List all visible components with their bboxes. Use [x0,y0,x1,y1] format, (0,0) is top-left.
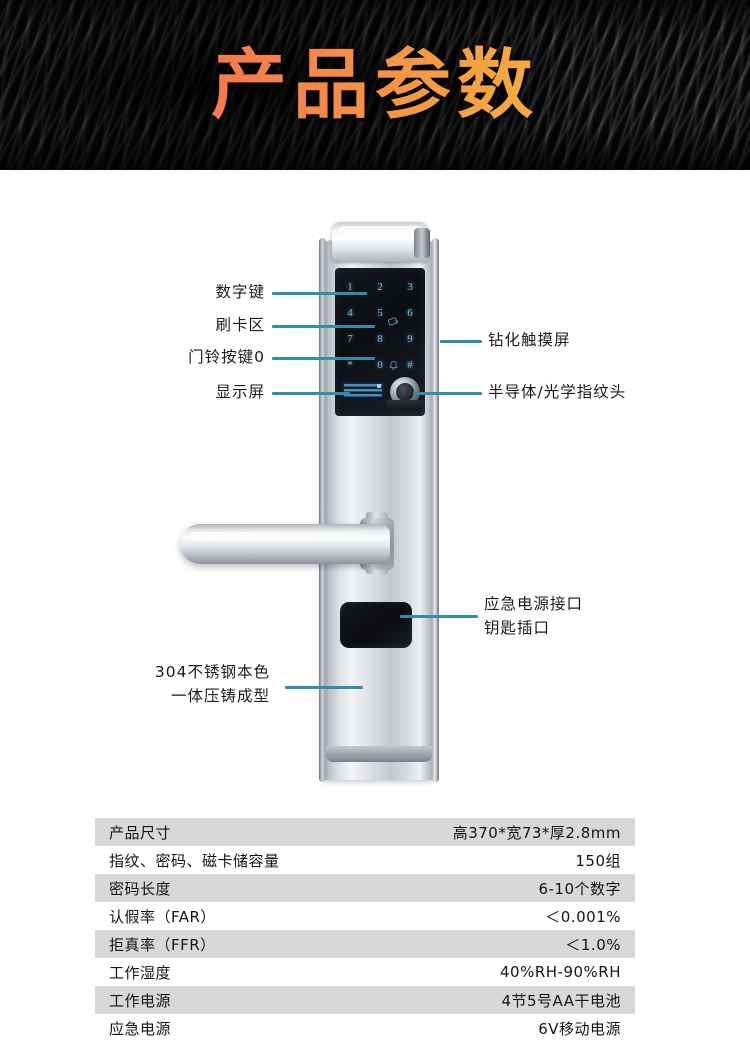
key-9: 9 [407,333,413,345]
spec-value: ＜0.001% [545,907,621,926]
annotation-number-keys: 数字键 [215,283,265,301]
banner-vignette [0,0,750,170]
emergency-power-key-panel [340,602,412,648]
spec-label: 认假率（FAR） [109,907,216,926]
annotation-doorbell-key: 门铃按键0 [188,348,265,366]
key-5: 5 [377,307,383,319]
annotation-material-line1: 304不锈钢本色 [154,663,270,681]
table-row: 工作电源 4节5号AA干电池 [95,986,635,1014]
table-row: 认假率（FAR） ＜0.001% [95,902,635,930]
leader-line-power-port [400,615,478,618]
spec-label: 工作湿度 [109,963,172,982]
spec-label: 应急电源 [109,1019,172,1038]
leader-line-fingerprint [413,392,482,395]
leader-line-number-keys [272,292,367,295]
keypad-grid: 1 2 3 4 5 6 7 8 9 * 0 # [335,274,425,378]
smart-door-lock-image: 1 2 3 4 5 6 7 8 9 * 0 # [180,212,440,782]
annotation-fingerprint: 半导体/光学指纹头 [488,383,627,401]
spec-label: 工作电源 [109,991,172,1010]
spec-value: 6V移动电源 [538,1019,621,1038]
table-row: 工作湿度 40%RH-90%RH [95,958,635,986]
table-row: 应急电源 6V移动电源 [95,1014,635,1042]
lock-left-edge [319,238,326,782]
doorbell-icon [388,358,399,376]
annotation-power-port-line1: 应急电源接口 [484,595,584,613]
spec-value: 150组 [575,851,621,870]
product-photo-area: 1 2 3 4 5 6 7 8 9 * 0 # [0,170,750,805]
annotation-display: 显示屏 [215,383,265,401]
lcd-indicator-dot [377,384,381,388]
lcd-display [342,382,384,400]
key-8: 8 [377,333,383,345]
spec-label: 指纹、密码、磁卡储容量 [109,851,280,870]
cover-hinge [414,228,430,258]
spec-label: 拒真率（FFR） [109,935,216,954]
door-handle-lever [180,524,390,564]
key-star: * [347,359,353,371]
leader-line-material [285,686,363,689]
leader-line-card-area [272,325,375,328]
table-row: 产品尺寸 高370*宽73*厚2.8mm [95,818,635,846]
spec-value: 4节5号AA干电池 [501,991,621,1010]
lock-right-edge [432,238,439,782]
spec-value: 高370*宽73*厚2.8mm [452,823,621,842]
leader-line-touch-screen [440,340,482,343]
leader-line-doorbell-key [272,357,375,360]
fingerprint-reader-base [387,400,423,410]
leader-line-display [272,392,350,395]
spec-label: 产品尺寸 [109,823,172,842]
lcd-segment-rows [344,384,382,398]
lock-bottom-cap [326,746,432,762]
table-row: 指纹、密码、磁卡储容量 150组 [95,846,635,874]
spec-value: ＜1.0% [565,935,621,954]
spec-label: 密码长度 [109,879,172,898]
spec-value: 40%RH-90%RH [500,963,621,981]
annotation-power-port-line2: 钥匙插口 [484,619,551,637]
sliding-cover [332,222,428,262]
key-3: 3 [407,281,413,293]
rfid-card-icon [387,314,399,332]
annotation-touch-screen: 钻化触摸屏 [488,331,571,349]
key-4: 4 [347,307,353,319]
key-7: 7 [347,333,353,345]
specification-table: 产品尺寸 高370*宽73*厚2.8mm 指纹、密码、磁卡储容量 150组 密码… [95,818,635,1042]
key-hash: # [407,359,413,371]
annotation-material-line2: 一体压铸成型 [170,687,270,705]
key-1: 1 [347,281,353,293]
spec-value: 6-10个数字 [538,879,621,898]
key-0: 0 [377,359,383,371]
page-title: 产品参数 [0,37,750,133]
table-row: 拒真率（FFR） ＜1.0% [95,930,635,958]
page-banner: 产品参数 [0,0,750,170]
table-row: 密码长度 6-10个数字 [95,874,635,902]
annotation-card-area: 刷卡区 [215,316,265,334]
key-2: 2 [377,281,383,293]
key-6: 6 [407,307,413,319]
